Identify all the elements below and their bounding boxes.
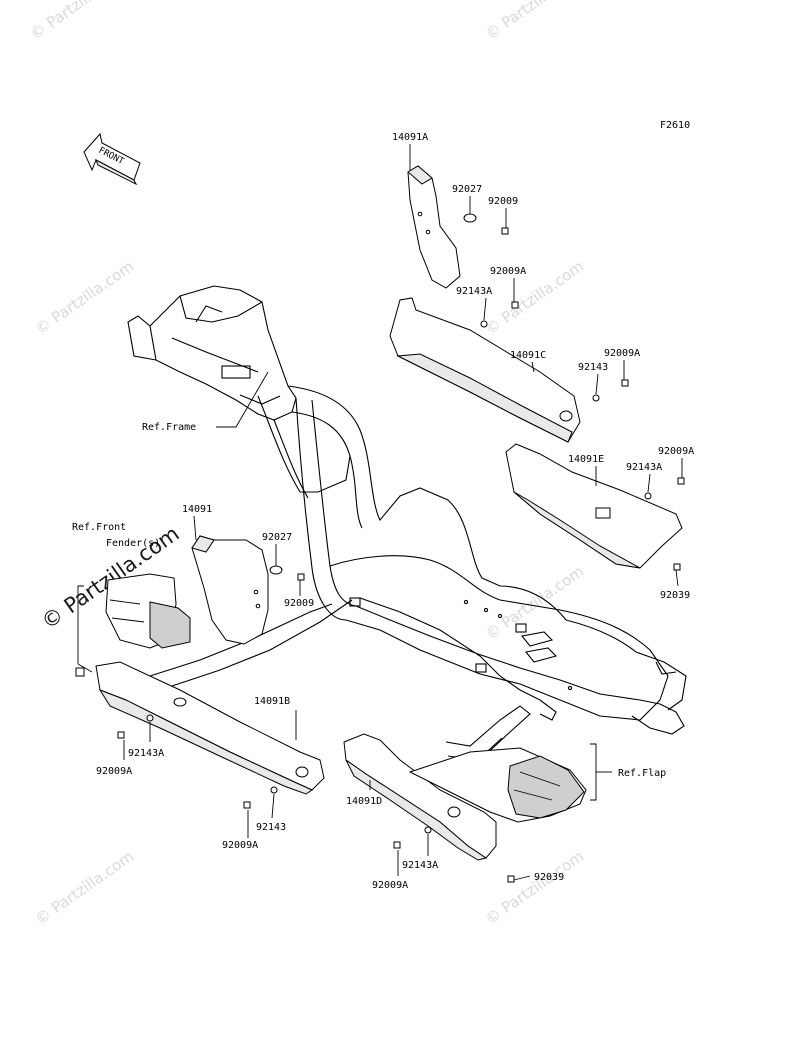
ref-fender-bracket [77,585,84,664]
label-14091d: 14091D [346,796,382,807]
label-92009: 92009 [284,598,314,609]
label-92143: 92143 [256,822,286,833]
label-92143a: 92143A [128,748,164,759]
label-ref-front-fender: Fender(s) [106,538,160,549]
leader-lines [77,144,683,881]
watermark: © Partzilla.com [482,847,587,928]
part-14091d [343,705,531,883]
label-92027: 92027 [452,184,482,195]
callout-labels: 14091A 92027 92009 92009A 92143A 14091C … [72,132,694,891]
label-92009: 92009 [488,196,518,207]
watermark: © Partzilla.com [482,0,587,43]
watermark: © Partzilla.com [482,562,587,643]
label-14091c: 14091C [510,350,546,361]
label-92039: 92039 [534,872,564,883]
label-14091: 14091 [182,504,212,515]
ref-flap-bracket [590,743,597,801]
label-92143a: 92143A [402,860,438,871]
label-92143a: 92143A [626,462,662,473]
label-14091b: 14091B [254,696,290,707]
label-92143: 92143 [578,362,608,373]
label-92009a: 92009A [222,840,258,851]
label-92027: 92027 [262,532,292,543]
flap-ref [408,747,587,823]
label-92143a: 92143A [456,286,492,297]
label-92009a: 92009A [658,446,694,457]
front-fender-ref [105,573,191,649]
label-92009a: 92009A [604,348,640,359]
part-14091a [407,165,509,289]
frame-drawing [127,285,687,735]
watermark: © Partzilla.com [32,257,137,338]
label-14091a: 14091A [392,132,428,143]
watermark: © Partzilla.com [32,847,137,928]
figure-code: F2610 [660,120,690,131]
front-arrow-icon: FRONT [83,132,141,186]
part-14091b [75,661,325,809]
label-92039: 92039 [660,590,690,601]
label-ref-frame: Ref.Frame [142,422,196,433]
label-92009a: 92009A [96,766,132,777]
part-14091 [191,535,305,645]
label-ref-front-fender: Ref.Front [72,522,126,533]
label-ref-flap: Ref.Flap [618,768,666,779]
label-92009a: 92009A [490,266,526,277]
watermark: © Partzilla.com [27,0,132,43]
part-14091c [389,297,629,443]
label-92009a: 92009A [372,880,408,891]
label-14091e: 14091E [568,454,604,465]
part-14091e [505,443,685,571]
